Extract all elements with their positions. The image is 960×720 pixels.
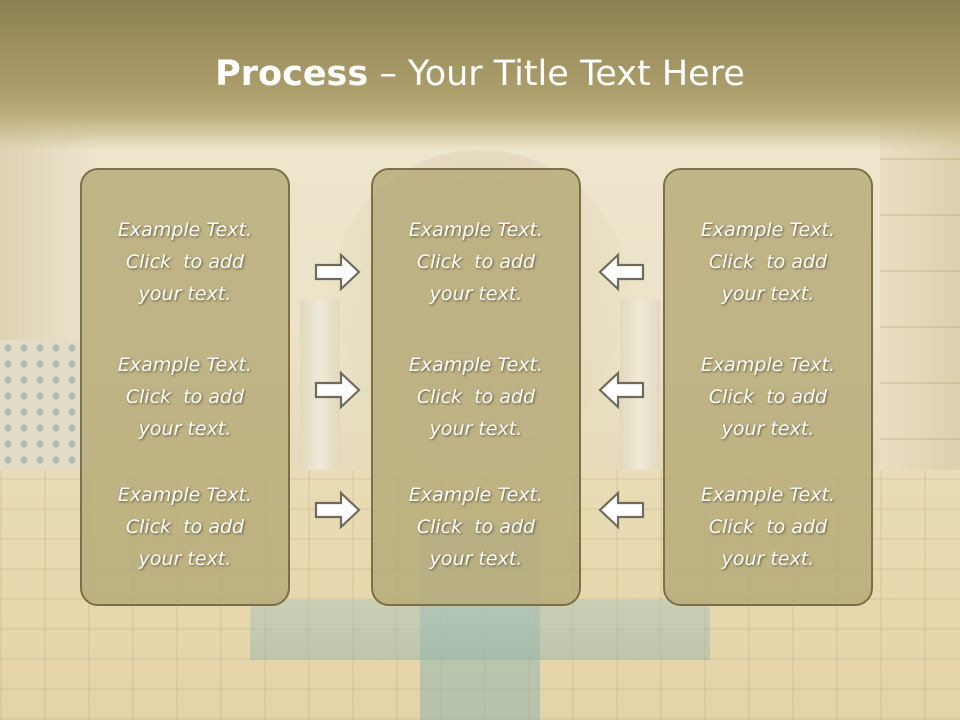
panel-text-block[interactable]: Example Text. Click to add your text. bbox=[665, 214, 871, 310]
process-panel-left[interactable]: Example Text. Click to add your text. Ex… bbox=[80, 168, 290, 606]
title-rest: – Your Title Text Here bbox=[368, 54, 745, 94]
text-line: Example Text. bbox=[700, 484, 836, 506]
text-line: Example Text. bbox=[117, 354, 253, 376]
slide-title[interactable]: Process – Your Title Text Here bbox=[0, 52, 960, 96]
text-line: Example Text. bbox=[700, 354, 836, 376]
text-line: your text. bbox=[721, 418, 815, 440]
text-line: Click to add bbox=[416, 251, 536, 273]
text-line: Click to add bbox=[708, 516, 828, 538]
text-line: Click to add bbox=[125, 386, 245, 408]
text-line: your text. bbox=[429, 283, 523, 305]
left-arrow-icon bbox=[597, 490, 645, 530]
left-arrow-icon bbox=[597, 252, 645, 292]
panel-text-block[interactable]: Example Text. Click to add your text. bbox=[665, 349, 871, 445]
panel-text-block[interactable]: Example Text. Click to add your text. bbox=[373, 214, 579, 310]
panel-text-block[interactable]: Example Text. Click to add your text. bbox=[82, 349, 288, 445]
text-line: your text. bbox=[721, 548, 815, 570]
text-line: Example Text. bbox=[408, 354, 544, 376]
right-arrow-icon bbox=[314, 490, 362, 530]
panel-text-block[interactable]: Example Text. Click to add your text. bbox=[373, 479, 579, 575]
panel-text-block[interactable]: Example Text. Click to add your text. bbox=[665, 479, 871, 575]
left-arrow-icon bbox=[597, 370, 645, 410]
right-arrow-icon bbox=[314, 370, 362, 410]
text-line: Click to add bbox=[125, 251, 245, 273]
title-band bbox=[0, 0, 960, 150]
text-line: your text. bbox=[138, 283, 232, 305]
text-line: Example Text. bbox=[117, 219, 253, 241]
text-line: Example Text. bbox=[408, 219, 544, 241]
title-bold: Process bbox=[215, 54, 369, 94]
panel-text-block[interactable]: Example Text. Click to add your text. bbox=[82, 479, 288, 575]
text-line: Click to add bbox=[416, 516, 536, 538]
process-panel-middle[interactable]: Example Text. Click to add your text. Ex… bbox=[371, 168, 581, 606]
text-line: your text. bbox=[138, 548, 232, 570]
text-line: your text. bbox=[138, 418, 232, 440]
background-tiles bbox=[0, 340, 80, 470]
text-line: your text. bbox=[429, 548, 523, 570]
text-line: Example Text. bbox=[700, 219, 836, 241]
text-line: Example Text. bbox=[117, 484, 253, 506]
text-line: Click to add bbox=[416, 386, 536, 408]
text-line: Click to add bbox=[708, 251, 828, 273]
panel-text-block[interactable]: Example Text. Click to add your text. bbox=[373, 349, 579, 445]
right-arrow-icon bbox=[314, 252, 362, 292]
text-line: Click to add bbox=[125, 516, 245, 538]
process-panel-right[interactable]: Example Text. Click to add your text. Ex… bbox=[663, 168, 873, 606]
text-line: Click to add bbox=[708, 386, 828, 408]
text-line: your text. bbox=[721, 283, 815, 305]
background-pool-cross bbox=[250, 600, 710, 660]
text-line: your text. bbox=[429, 418, 523, 440]
text-line: Example Text. bbox=[408, 484, 544, 506]
panel-text-block[interactable]: Example Text. Click to add your text. bbox=[82, 214, 288, 310]
